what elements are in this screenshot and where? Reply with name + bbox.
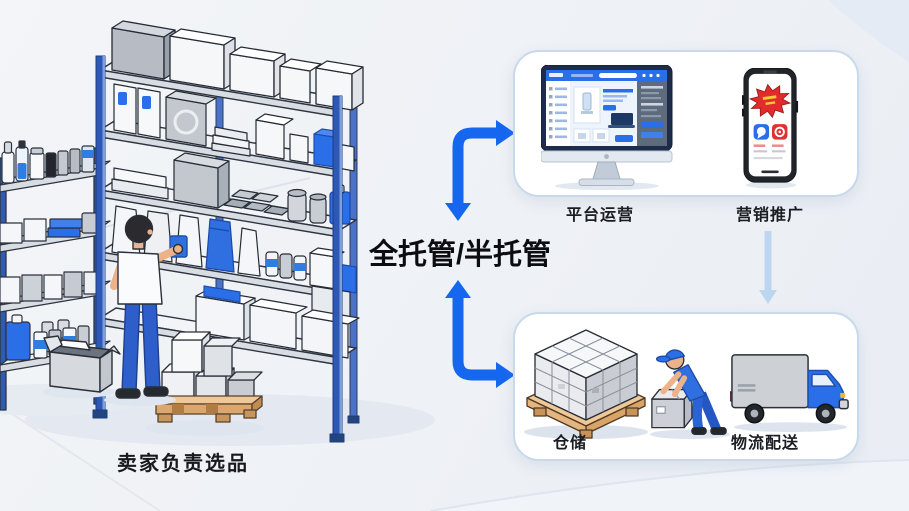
worker-illustration bbox=[649, 349, 730, 440]
floor-pallet bbox=[145, 331, 265, 436]
warehousing-label: 仓储 bbox=[552, 435, 587, 452]
platform-ops-label: 平台运营 bbox=[565, 207, 634, 224]
seller-person bbox=[104, 214, 188, 406]
seller-caption: 卖家负责选品 bbox=[117, 453, 249, 475]
open-box bbox=[42, 335, 121, 398]
truck-illustration bbox=[730, 354, 849, 433]
marketing-label: 营销推广 bbox=[735, 207, 804, 224]
pallet-illustration bbox=[524, 329, 648, 439]
shelf-posts bbox=[92, 55, 360, 443]
logistics-label: 物流配送 bbox=[730, 435, 799, 452]
monitor-illustration bbox=[541, 65, 673, 190]
arrow-panel-to-panel bbox=[759, 231, 777, 304]
warehouse-illustration bbox=[0, 20, 435, 446]
page-title: 全托管/半托管 bbox=[368, 239, 552, 271]
phone-illustration bbox=[742, 68, 799, 189]
shelf-items-top bbox=[111, 20, 364, 111]
platform-panel bbox=[513, 50, 859, 197]
shelf-items-2 bbox=[113, 83, 355, 172]
fulfillment-panel bbox=[513, 312, 859, 461]
